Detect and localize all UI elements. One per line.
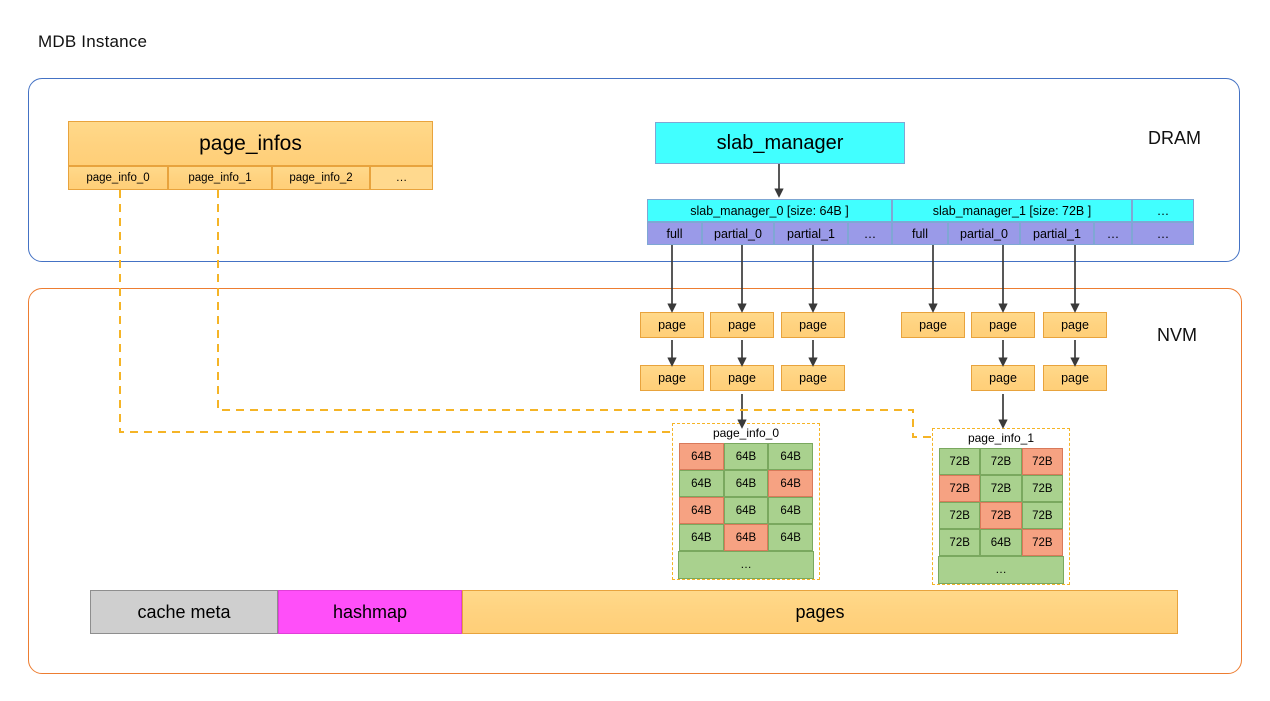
page-box-1-1[interactable]: page: [710, 365, 774, 391]
slot-cell-1-2-1[interactable]: 72B: [980, 502, 1022, 529]
slot-cell-1-2-0[interactable]: 72B: [939, 502, 981, 529]
slot-grid-ellipsis-1: …: [938, 556, 1064, 584]
slot-cell-0-3-2[interactable]: 64B: [768, 524, 813, 551]
slab-list-ellipsis-2: …: [1132, 222, 1194, 245]
slot-grid-ellipsis-0: …: [678, 551, 814, 579]
page-info-cell-ellipsis: …: [370, 166, 433, 190]
slot-cell-1-1-2[interactable]: 72B: [1021, 475, 1063, 502]
slot-cell-1-3-1[interactable]: 64B: [980, 529, 1022, 556]
page-info-detail-title-1: page_info_1: [967, 431, 1035, 445]
page-box-0-1[interactable]: page: [640, 365, 704, 391]
nvm-region-label: NVM: [1157, 325, 1197, 345]
slot-cell-0-0-0[interactable]: 64B: [679, 443, 724, 470]
slab-list-partial-0-0[interactable]: partial_0: [702, 222, 774, 245]
page-info-detail-title-0: page_info_0: [712, 426, 780, 440]
page-info-cell-1[interactable]: page_info_1: [168, 166, 272, 190]
slab-manager-1[interactable]: slab_manager_1 [size: 72B ]: [892, 199, 1132, 222]
page-box-4-0[interactable]: page: [971, 312, 1035, 338]
slot-cell-0-2-1[interactable]: 64B: [723, 497, 769, 524]
slab-list-partial-1-0[interactable]: partial_1: [774, 222, 848, 245]
slab-manager-ellipsis: …: [1132, 199, 1194, 222]
page-box-2-1[interactable]: page: [781, 365, 845, 391]
page-box-3-0[interactable]: page: [901, 312, 965, 338]
slab-list-full-0[interactable]: full: [647, 222, 702, 245]
slot-cell-1-3-2[interactable]: 72B: [1021, 529, 1063, 556]
page-box-4-1[interactable]: page: [971, 365, 1035, 391]
slot-cell-0-1-1[interactable]: 64B: [723, 470, 769, 497]
slot-cell-0-1-0[interactable]: 64B: [679, 470, 724, 497]
page-title: MDB Instance: [38, 32, 148, 51]
slot-cell-1-0-2[interactable]: 72B: [1021, 448, 1063, 475]
dram-region-label: DRAM: [1148, 128, 1201, 148]
page-box-5-1[interactable]: page: [1043, 365, 1107, 391]
slot-cell-0-3-1[interactable]: 64B: [723, 524, 769, 551]
slot-cell-1-0-0[interactable]: 72B: [939, 448, 981, 475]
slot-cell-0-2-2[interactable]: 64B: [768, 497, 813, 524]
slab-list-ellipsis-1: …: [1094, 222, 1132, 245]
slot-cell-1-1-1[interactable]: 72B: [980, 475, 1022, 502]
slot-cell-0-1-2[interactable]: 64B: [768, 470, 813, 497]
slot-cell-1-1-0[interactable]: 72B: [939, 475, 981, 502]
slab-manager-header: slab_manager: [655, 122, 905, 164]
slab-manager-0[interactable]: slab_manager_0 [size: 64B ]: [647, 199, 892, 222]
page-box-5-0[interactable]: page: [1043, 312, 1107, 338]
page-infos-header: page_infos: [68, 121, 433, 166]
memory-bar-pages[interactable]: pages: [462, 590, 1178, 634]
memory-bar-hashmap[interactable]: hashmap: [278, 590, 462, 634]
page-box-0-0[interactable]: page: [640, 312, 704, 338]
memory-bar-cache-meta[interactable]: cache meta: [90, 590, 278, 634]
slot-cell-0-0-1[interactable]: 64B: [723, 443, 769, 470]
slot-cell-0-2-0[interactable]: 64B: [679, 497, 724, 524]
slab-list-full-1[interactable]: full: [892, 222, 948, 245]
slot-cell-1-3-0[interactable]: 72B: [939, 529, 981, 556]
page-info-cell-0[interactable]: page_info_0: [68, 166, 168, 190]
page-box-1-0[interactable]: page: [710, 312, 774, 338]
page-box-2-0[interactable]: page: [781, 312, 845, 338]
slot-cell-0-0-2[interactable]: 64B: [768, 443, 813, 470]
slot-cell-1-2-2[interactable]: 72B: [1021, 502, 1063, 529]
slab-list-ellipsis-0: …: [848, 222, 892, 245]
slot-cell-0-3-0[interactable]: 64B: [679, 524, 724, 551]
slab-list-partial-1-1[interactable]: partial_1: [1020, 222, 1094, 245]
slab-list-partial-0-1[interactable]: partial_0: [948, 222, 1020, 245]
page-info-cell-2[interactable]: page_info_2: [272, 166, 370, 190]
slot-cell-1-0-1[interactable]: 72B: [980, 448, 1022, 475]
